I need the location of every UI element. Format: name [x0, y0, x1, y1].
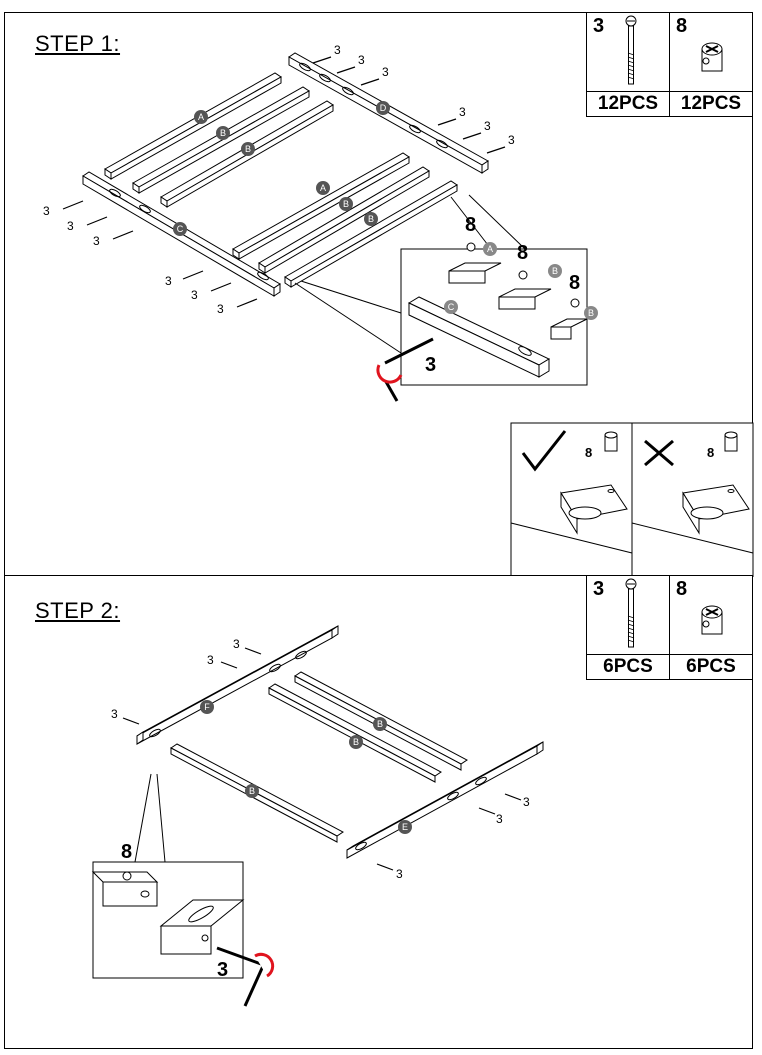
svg-text:B: B — [588, 308, 594, 318]
part-number: 3 — [593, 578, 605, 600]
svg-text:3: 3 — [67, 219, 74, 233]
bolts — [122, 647, 522, 871]
beam-tags: A B B D C A B B — [173, 101, 390, 236]
bolt-labels: 3 3 3 3 3 3 — [111, 637, 530, 881]
step-1-part-bolt: 3 — [586, 12, 670, 92]
part-qty: 6PCS — [586, 654, 670, 680]
step-2-title: STEP 2: — [35, 598, 121, 623]
part-qty: 12PCS — [586, 91, 670, 117]
step-1-panel: STEP 1: 3 8 — [4, 12, 754, 577]
beam-a-back — [104, 72, 282, 180]
correct-example — [510, 422, 633, 577]
beam-b-front-1 — [258, 166, 430, 274]
svg-text:3: 3 — [207, 653, 214, 667]
beam-tags — [200, 700, 412, 834]
part-number: 8 — [676, 15, 688, 37]
tag-f: F — [204, 702, 210, 712]
svg-text:3: 3 — [396, 867, 403, 881]
callout-nut-label: 8 — [121, 841, 132, 863]
bolt-icon — [625, 15, 637, 85]
barrel-nut-icon — [701, 605, 723, 635]
svg-text:3: 3 — [111, 707, 118, 721]
svg-text:B: B — [552, 266, 558, 276]
tag-b: B — [220, 128, 226, 138]
tag-c: C — [177, 224, 184, 234]
rail-e — [346, 741, 544, 859]
step-2-part-nut: 8 — [669, 575, 753, 655]
step-2-detail — [91, 861, 275, 1007]
tag-b: B — [377, 719, 383, 729]
tag-a: A — [320, 183, 326, 193]
callout-bolt-label: 3 — [217, 959, 228, 981]
wrong-example — [631, 422, 754, 577]
tag-b: B — [368, 214, 374, 224]
step-1-assembly-drawing: A B B D C A B B 3 3 3 3 3 3 3 3 3 3 3 — [43, 43, 754, 577]
wrong-nut-label: 8 — [707, 445, 714, 460]
svg-text:3: 3 — [459, 105, 466, 119]
part-qty: 6PCS — [669, 654, 753, 680]
svg-text:3: 3 — [191, 288, 198, 302]
svg-text:3: 3 — [217, 302, 224, 316]
rail-f — [136, 625, 339, 745]
callout-nut-label: 8 — [569, 272, 580, 294]
svg-text:3: 3 — [496, 812, 503, 826]
svg-text:3: 3 — [165, 274, 172, 288]
callout-bolt-label: 3 — [425, 354, 436, 376]
correct-nut-label: 8 — [585, 445, 592, 460]
tag-d: D — [380, 103, 387, 113]
tag-b: B — [343, 199, 349, 209]
tag-b: B — [249, 786, 255, 796]
callout-nut-label: 8 — [465, 214, 476, 236]
part-number: 3 — [593, 15, 605, 37]
step-2-panel: STEP 2: 3 8 — [4, 575, 753, 1049]
part-number: 8 — [676, 578, 688, 600]
callout-nut-label: 8 — [517, 242, 528, 264]
step-1-part-nut: 8 — [669, 12, 753, 92]
bolt-labels: 3 3 3 3 3 3 3 3 3 3 3 3 — [43, 43, 515, 316]
beam-a-front — [232, 152, 410, 260]
step-1-title: STEP 1: — [35, 31, 121, 56]
svg-text:3: 3 — [484, 119, 491, 133]
tag-b: B — [245, 144, 251, 154]
step-2-parts-table: 3 8 — [586, 575, 753, 680]
bolts — [62, 56, 506, 308]
tag-e: E — [402, 822, 408, 832]
svg-text:3: 3 — [334, 43, 341, 57]
barrel-nut-icon — [701, 42, 723, 72]
svg-text:C: C — [448, 302, 455, 312]
tag-b: B — [353, 737, 359, 747]
beam-b-2 — [268, 683, 442, 783]
svg-text:3: 3 — [358, 53, 365, 67]
svg-text:3: 3 — [523, 795, 530, 809]
svg-text:3: 3 — [382, 65, 389, 79]
tag-a: A — [198, 112, 204, 122]
beam-b-front-2 — [284, 180, 458, 288]
step-2-assembly-drawing: F B B B E 3 3 3 3 3 3 — [91, 625, 544, 1007]
svg-text:3: 3 — [93, 234, 100, 248]
svg-text:3: 3 — [508, 133, 515, 147]
part-qty: 12PCS — [669, 91, 753, 117]
step-1-parts-table: 3 8 — [586, 12, 753, 117]
svg-text:A: A — [487, 244, 493, 254]
svg-text:3: 3 — [43, 204, 50, 218]
bolt-icon — [625, 578, 637, 648]
svg-text:3: 3 — [233, 637, 240, 651]
